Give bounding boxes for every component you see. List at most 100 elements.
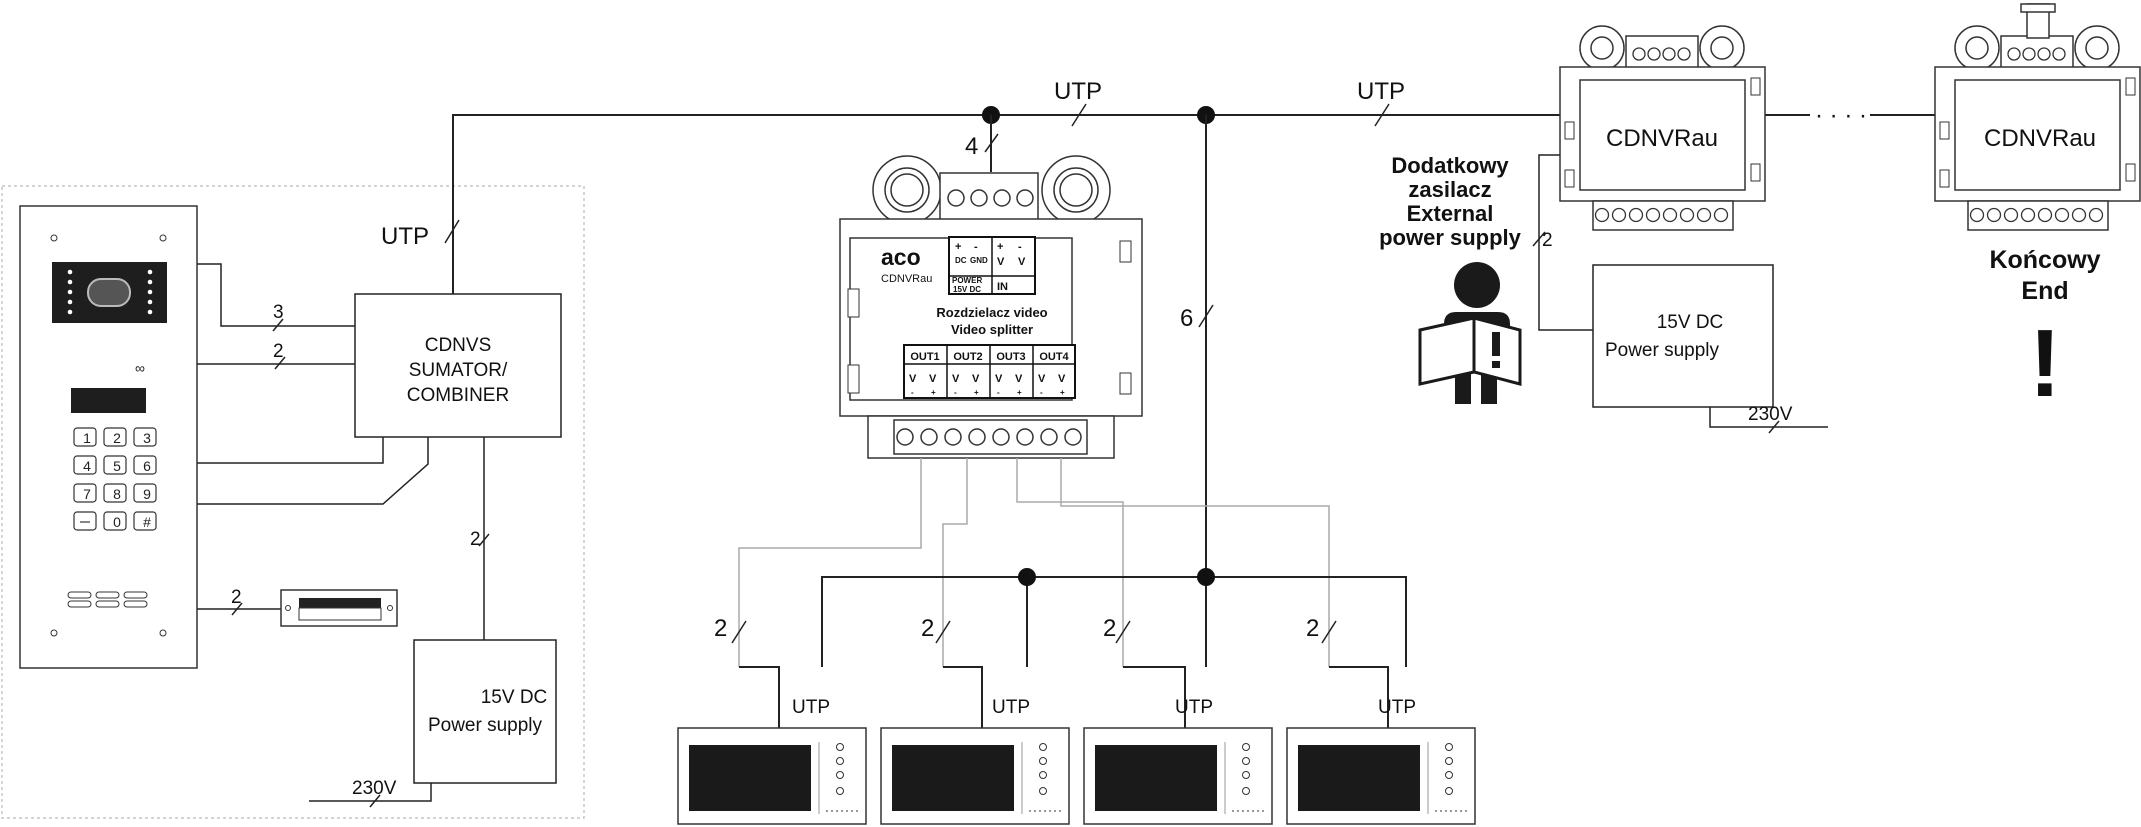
keypad-key[interactable]: 3 [133,427,157,447]
splitter-in-label: IN [997,281,1008,293]
keypad-key-label: 5 [113,458,121,474]
key-icon[interactable] [836,757,844,765]
keypad-key-label: 2 [113,430,121,446]
key-icon[interactable] [1445,757,1453,765]
junction-node-3 [1018,568,1036,586]
bell-icon[interactable] [1039,771,1047,779]
keypad-key[interactable]: 1 [73,427,97,447]
keypad-key[interactable]: 0 [103,511,127,531]
splitter-output-plus: + [931,388,936,397]
keypad-key[interactable]: # [133,511,157,531]
terminal-screw [1040,428,1058,446]
splitter-output-v: V [1038,373,1046,385]
splitter-in-v1: V [997,256,1005,268]
indoor-monitor [880,727,1070,825]
power-icon[interactable] [836,787,844,795]
monitor-screen [1095,745,1217,811]
wire-count-2-monitor: 2 [1306,615,1319,642]
terminal-screw [896,428,914,446]
terminal-screw [944,428,962,446]
utp-label-top-1: UTP [1054,78,1102,105]
wire-count-6: 6 [1180,305,1193,332]
wire-slash [1115,620,1131,644]
terminal-screw [1064,428,1082,446]
keypad-key[interactable] [73,511,97,531]
splitter-output-plus: + [1060,388,1065,397]
wire-count-3: 3 [273,302,284,323]
keypad-key[interactable]: 8 [103,483,127,503]
psu-left-label-1: 15V DC [481,687,548,708]
utp-label-monitor: UTP [792,697,830,718]
splitter-output-label: OUT2 [953,351,982,363]
splitter-output-v: V [929,373,937,385]
cdnvrau-unit [1559,25,1766,231]
junction-node-4 [1197,568,1215,586]
utp-label-monitor: UTP [1378,697,1416,718]
end-exclamation: ! [2029,310,2061,417]
monitor-feed-wire [739,666,780,728]
key-icon[interactable] [1039,757,1047,765]
phone-icon[interactable] [836,743,844,751]
indoor-monitor [1083,727,1273,825]
wire-count-2-lock: 2 [231,587,242,608]
lower-bus [821,568,1407,667]
keypad-key-label: 0 [113,514,121,530]
bell-icon[interactable] [836,771,844,779]
keypad-key-label: 1 [83,430,91,446]
utp-label-left: UTP [381,223,429,250]
terminal-screw [920,428,938,446]
power-icon[interactable] [1242,787,1250,795]
end-label-2: End [2021,277,2068,305]
splitter-output-v: V [1058,373,1066,385]
splitter-output-v: V [1015,373,1023,385]
svg-text:∞: ∞ [135,360,145,376]
keypad-key[interactable]: 2 [103,427,127,447]
monitor-screen [1298,745,1420,811]
splitter-output-plus: + [974,388,979,397]
keypad-key[interactable]: 4 [73,455,97,475]
monitor-screen [689,745,811,811]
power-icon[interactable] [1445,787,1453,795]
keypad-key[interactable]: 5 [103,455,127,475]
wire-count-2-monitor: 2 [714,615,727,642]
phone-icon[interactable] [1039,743,1047,751]
key-icon[interactable] [1242,757,1250,765]
keypad-key[interactable]: 7 [73,483,97,503]
external-power-supply-branch: 2 15V DC Power supply 230V [1532,154,1828,434]
terminal-screw [1016,428,1034,446]
power-icon[interactable] [1039,787,1047,795]
keypad-key[interactable]: 9 [133,483,157,503]
splitter-gnd-minus: - [974,241,978,253]
bell-icon[interactable] [1445,771,1453,779]
utp-label-top-2: UTP [1357,78,1405,105]
splitter-logo: aco [881,244,921,270]
wire-count-2-combiner: 2 [273,341,284,362]
outdoor-area-outline [1,185,585,819]
phone-icon[interactable] [1445,743,1453,751]
splitter-output-v: V [972,373,980,385]
splitter-in-minus: - [1018,241,1022,253]
keypad-key-label: 6 [143,458,151,474]
end-label-1: Końcowy [1989,246,2100,274]
electric-lock: 2 [197,587,398,627]
terminal-screw [968,428,986,446]
keypad-key[interactable]: 6 [133,455,157,475]
panel-to-combiner-wires: 3 2 [197,263,429,505]
splitter-to-monitors-wires [738,458,1330,667]
keypad-key-label: 4 [83,458,91,474]
phone-icon[interactable] [1242,743,1250,751]
splitter-output-minus: - [997,388,1000,397]
splitter-output-minus: - [911,388,914,397]
bell-icon[interactable] [1242,771,1250,779]
wire-slash [731,620,747,644]
terminal-screw [992,428,1010,446]
mains-230v-left: 230V [352,778,397,799]
wire-slash [935,620,951,644]
splitter-output-v: V [909,373,917,385]
wire-count-2-monitor: 2 [1103,615,1116,642]
cdnvrau-label-1: CDNVRau [1606,125,1718,152]
